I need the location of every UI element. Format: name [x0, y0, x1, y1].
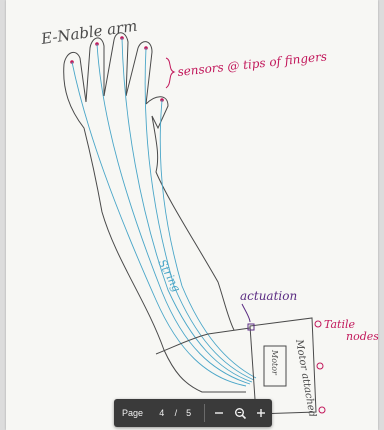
- magnifier-icon: [234, 407, 247, 420]
- page-label: Page: [122, 408, 143, 418]
- plus-icon: [255, 407, 267, 419]
- title-annotation: E-Nable arm: [39, 17, 138, 48]
- actuation-arrow: [242, 304, 250, 322]
- sensors-annotation: sensors @ tips of fingers: [177, 49, 328, 79]
- strings: [72, 38, 256, 386]
- zoom-button[interactable]: [229, 402, 250, 424]
- current-page-number[interactable]: 4: [155, 408, 169, 418]
- toolbar-divider: [204, 404, 205, 422]
- actuation-marker: [248, 324, 254, 330]
- zoom-in-button[interactable]: [251, 402, 272, 424]
- arm-outline: [64, 64, 246, 392]
- total-pages: 5: [186, 408, 191, 418]
- finger-2: [86, 38, 104, 102]
- tactile-node: [319, 407, 325, 413]
- wrist-line: [156, 328, 250, 354]
- page-sheet: E-Nable arm sensors @ tips of fingers St…: [6, 0, 378, 430]
- page-toolbar: Page 4 / 5: [114, 399, 272, 427]
- actuation-annotation: actuation: [240, 289, 297, 303]
- tactile-node: [317, 363, 323, 369]
- zoom-out-button[interactable]: [208, 402, 229, 424]
- hand-drawing: E-Nable arm sensors @ tips of fingers St…: [6, 0, 378, 430]
- tactile-node: [315, 321, 321, 327]
- tactile-annotation-line2: nodes: [346, 330, 378, 343]
- thumb: [146, 97, 168, 128]
- sensor-brace: [166, 58, 174, 88]
- motor-inner-label: Motor: [270, 349, 279, 376]
- minus-icon: [213, 407, 225, 419]
- finger-4: [126, 42, 152, 104]
- page-separator: /: [175, 408, 178, 418]
